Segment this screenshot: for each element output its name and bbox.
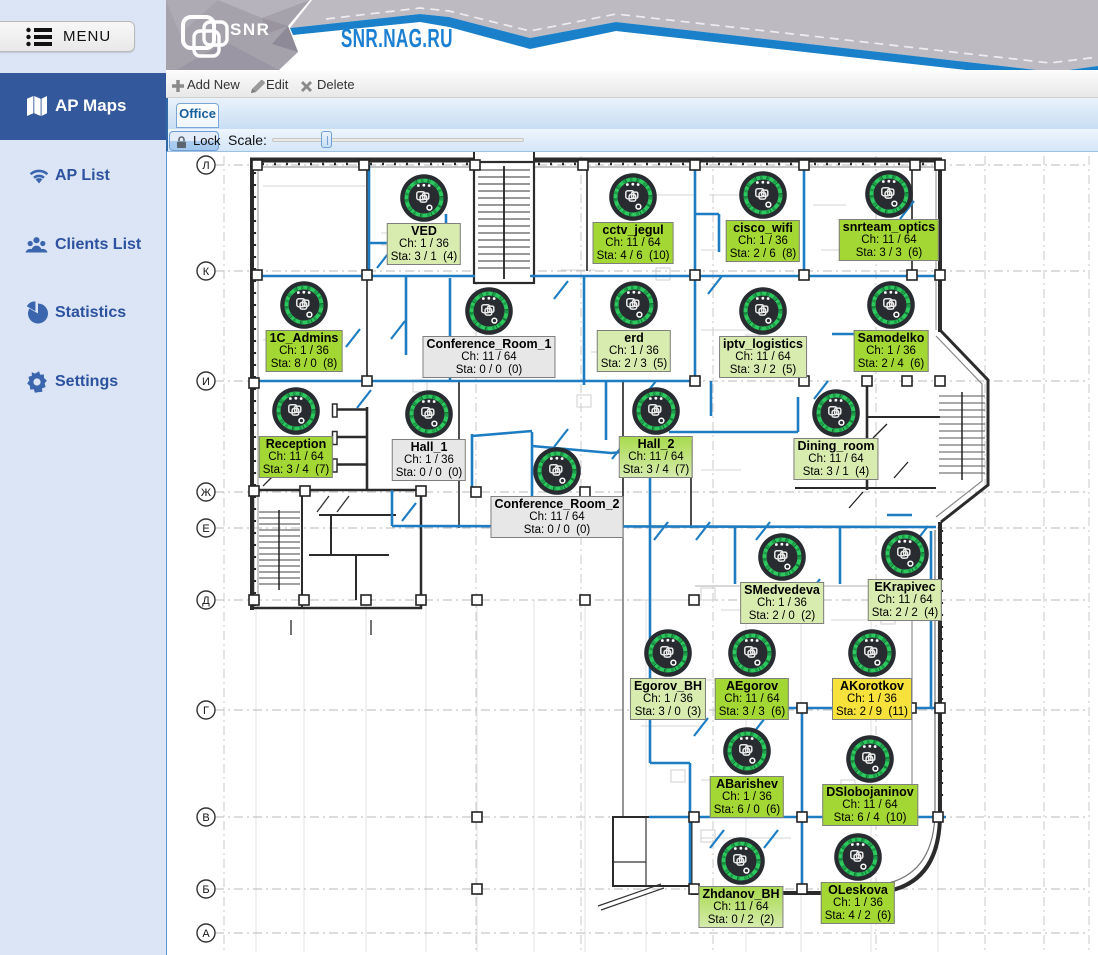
svg-text:В: В <box>202 812 209 824</box>
svg-text:SNR.NAG.RU: SNR.NAG.RU <box>341 23 453 53</box>
svg-text:К: К <box>203 266 210 278</box>
svg-text:Л: Л <box>202 160 209 172</box>
svg-text:Ж: Ж <box>201 487 211 499</box>
svg-text:Г: Г <box>203 705 209 717</box>
svg-text:Е: Е <box>202 523 209 535</box>
svg-text:А: А <box>202 928 210 940</box>
svg-text:Б: Б <box>202 884 209 896</box>
svg-text:SNR: SNR <box>230 20 270 39</box>
svg-text:И: И <box>202 376 210 388</box>
svg-text:Д: Д <box>202 595 210 607</box>
